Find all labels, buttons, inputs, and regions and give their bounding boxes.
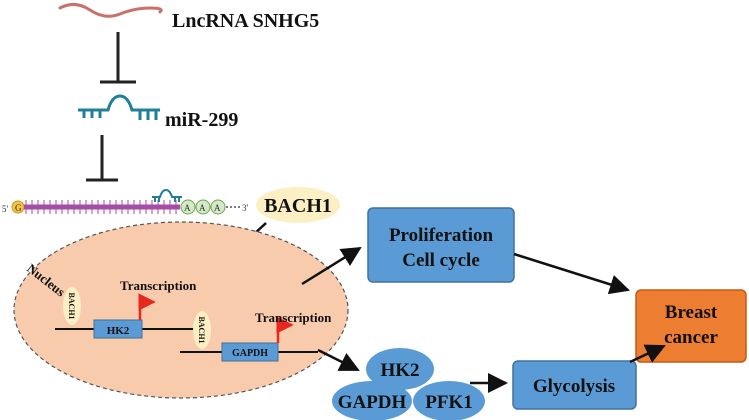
hk2-gene-label: HK2 <box>107 325 130 337</box>
cancer-label: cancer <box>664 327 718 348</box>
mrna-three-prime-label: 3' <box>242 203 249 213</box>
bach1-bound-gapdh <box>193 311 211 349</box>
hk2-enzyme-label: HK2 <box>380 360 419 381</box>
polya-2-icon <box>195 199 211 215</box>
proliferation-label: Proliferation <box>389 225 494 246</box>
gapdh-gene-label: GAPDH <box>232 348 268 359</box>
bach1-protein-label: BACH1 <box>264 195 332 217</box>
transcription-label-2: Transcription <box>255 310 332 325</box>
bound-mirna-icon <box>152 188 182 202</box>
bach1-bound-hk2-label: BACH1 <box>67 292 76 319</box>
gapdh-enzyme <box>332 381 412 420</box>
mrna-five-prime-label: 5' <box>2 204 9 214</box>
gapdh-enzyme-label: GAPDH <box>338 392 407 413</box>
polya-1-label: A <box>184 203 191 213</box>
cell-cycle-label: Cell cycle <box>402 250 480 271</box>
mrna-strand: 5' G A A <box>2 188 249 215</box>
polya-3-label: A <box>214 203 221 213</box>
gapdh-gene-box <box>221 342 279 362</box>
polya-3-icon <box>210 199 226 215</box>
transcription-arrow-1 <box>138 293 156 320</box>
arrow-glycolysis-to-cancer <box>629 344 666 364</box>
arrow-nucleus-to-enzymes <box>317 348 360 372</box>
bach1-bound-hk2 <box>63 287 81 325</box>
glycolysis-label: Glycolysis <box>533 376 615 397</box>
hk2-gene-box <box>93 319 143 339</box>
polya-1-icon <box>180 199 196 215</box>
pfk1-enzyme <box>413 381 485 420</box>
hk2-enzyme <box>366 348 434 390</box>
glycolysis-box <box>512 360 637 410</box>
breast-cancer-box <box>635 289 747 363</box>
transcription-arrow-2 <box>276 316 294 343</box>
mirna-label: miR-299 <box>165 109 238 131</box>
mrna-cap-label: G <box>15 203 22 213</box>
mirna-icon <box>78 94 160 120</box>
lncrna-strand-icon <box>58 3 163 18</box>
polya-2-label: A <box>199 203 206 213</box>
arrow-nucleus-to-proliferation <box>301 246 362 286</box>
transcription-label-1: Transcription <box>120 278 197 293</box>
pfk1-enzyme-label: PFK1 <box>425 392 473 413</box>
breast-label: Breast <box>665 302 718 323</box>
lncrna-label: LncRNA SNHG5 <box>172 10 319 32</box>
arrow-proliferation-to-cancer <box>513 252 630 295</box>
proliferation-box <box>367 207 515 283</box>
bach1-protein <box>256 187 340 223</box>
bach1-bound-gapdh-label: BACH1 <box>197 316 206 343</box>
